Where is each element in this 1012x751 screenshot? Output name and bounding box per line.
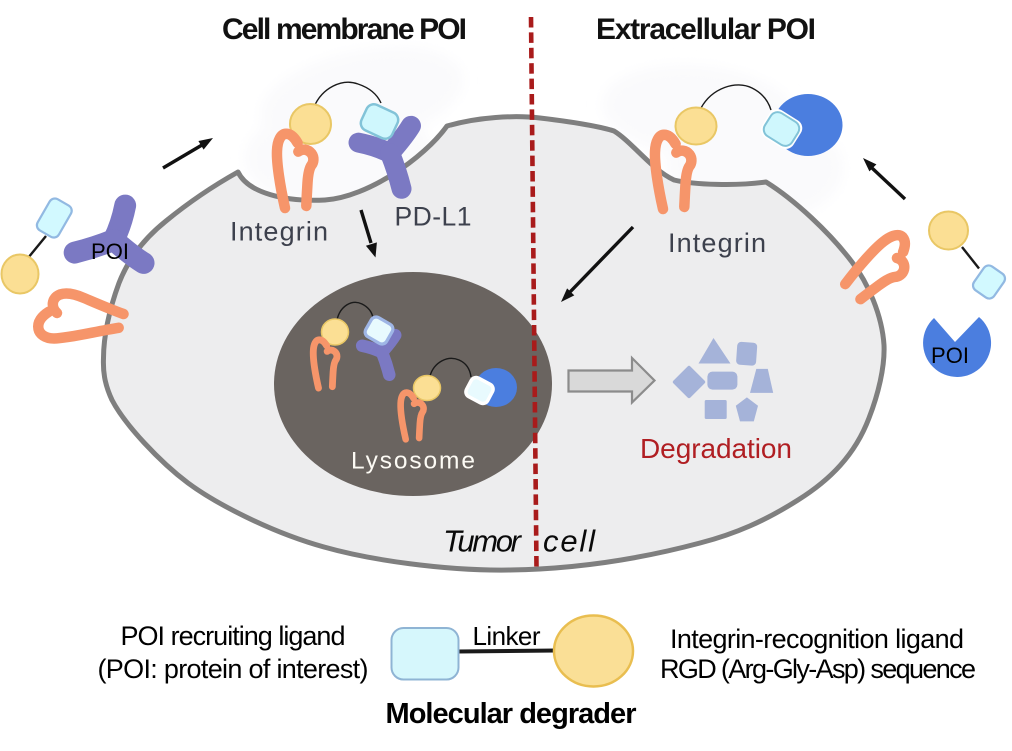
svg-text:cell: cell (543, 524, 596, 559)
svg-text:POI recruiting ligand: POI recruiting ligand (121, 621, 346, 651)
svg-text:Integrin: Integrin (230, 217, 328, 247)
svg-text:RGD (Arg-Gly-Asp) sequence: RGD (Arg-Gly-Asp) sequence (660, 654, 976, 684)
svg-text:Extracellular POI: Extracellular POI (596, 13, 816, 46)
svg-text:POI: POI (91, 239, 129, 264)
svg-text:Integrin: Integrin (668, 228, 766, 258)
svg-text:(POI: protein of interest): (POI: protein of interest) (98, 654, 369, 684)
svg-text:Cell membrane POI: Cell membrane POI (222, 13, 467, 46)
svg-text:Lysosome: Lysosome (351, 448, 475, 475)
svg-text:Linker: Linker (473, 621, 541, 651)
svg-text:Molecular degrader: Molecular degrader (386, 698, 637, 730)
svg-text:Degradation: Degradation (640, 433, 792, 464)
svg-text:Integrin-recognition ligand: Integrin-recognition ligand (670, 624, 964, 654)
svg-text:PD-L1: PD-L1 (395, 202, 472, 232)
svg-text:POI: POI (931, 343, 969, 368)
svg-text:Tumor: Tumor (443, 524, 523, 559)
